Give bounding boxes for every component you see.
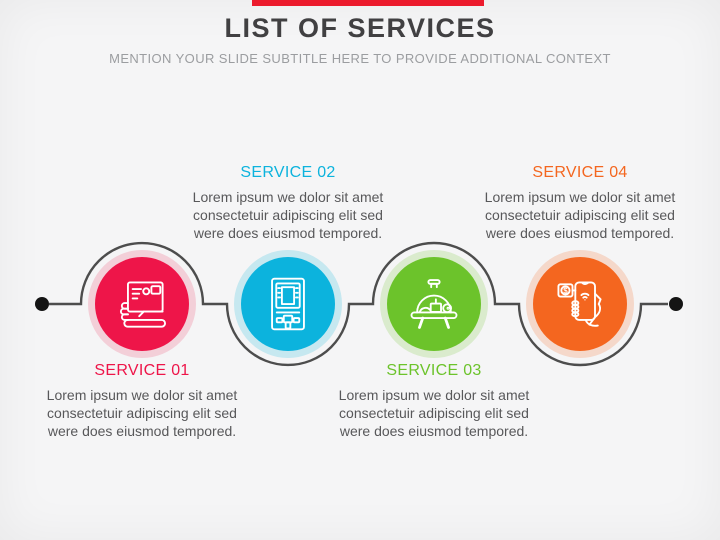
hand-holding-card-icon (120, 281, 166, 328)
service-04-circle: $ (533, 257, 627, 351)
service-03-label: SERVICE 03 (386, 362, 482, 379)
service-03-description: Lorem ipsum we dolor sit amet consectetu… (338, 387, 530, 439)
timeline-wave-line (49, 241, 668, 367)
food-cloche-icon (410, 279, 458, 329)
service-02-node (234, 250, 342, 358)
service-02-label: SERVICE 02 (240, 164, 336, 181)
page-title: LIST OF SERVICES (224, 13, 496, 43)
timeline-start-dot (35, 297, 49, 311)
service-03: SERVICE 03 Lorem ipsum we dolor sit amet… (326, 361, 542, 440)
service-03-circle (387, 257, 481, 351)
service-04: SERVICE 04 Lorem ipsum we dolor sit amet… (472, 163, 688, 242)
service-04-description: Lorem ipsum we dolor sit amet consectetu… (484, 189, 676, 241)
service-04-label: SERVICE 04 (532, 164, 628, 181)
service-01-description: Lorem ipsum we dolor sit amet consectetu… (46, 387, 238, 439)
service-01-label: SERVICE 01 (94, 362, 190, 379)
timeline-end-dot (669, 297, 683, 311)
mobile-payment-icon: $ (557, 281, 602, 327)
page-subtitle: MENTION YOUR SLIDE SUBTITLE HERE TO PROV… (109, 51, 611, 66)
service-02-description: Lorem ipsum we dolor sit amet consectetu… (192, 189, 384, 241)
service-01-node (88, 250, 196, 358)
service-02-circle (241, 257, 335, 351)
service-04-node: $ (526, 250, 634, 358)
service-01-circle (95, 257, 189, 351)
service-02: SERVICE 02 Lorem ipsum we dolor sit amet… (180, 163, 396, 242)
accent-bar (252, 0, 484, 6)
service-01: SERVICE 01 Lorem ipsum we dolor sit amet… (34, 361, 250, 440)
dollar-sign-glyph: $ (563, 286, 568, 295)
atm-machine-icon (271, 277, 305, 331)
service-03-node (380, 250, 488, 358)
